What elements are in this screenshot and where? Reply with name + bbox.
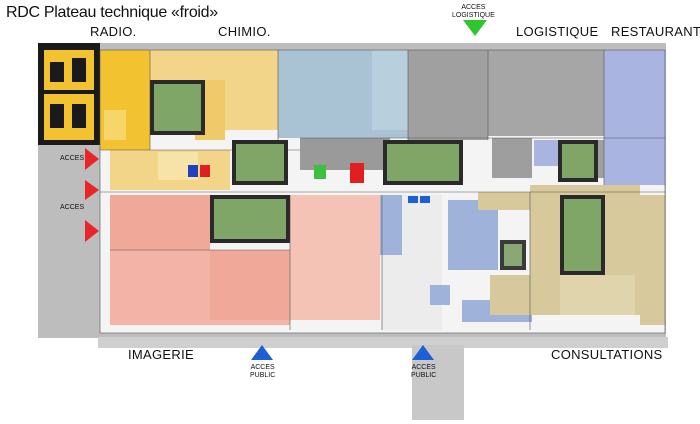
imagerie-zone (110, 195, 380, 325)
zone-label-restaurant: RESTAURANT (611, 24, 700, 39)
technical-rooms (188, 163, 364, 183)
access-public-arrow-1 (251, 345, 273, 360)
zone-label-imagerie: IMAGERIE (128, 347, 194, 362)
radio-zone (38, 43, 150, 150)
access-logistique-label: ACCES LOGISTIQUE (452, 4, 495, 19)
patios (150, 80, 605, 275)
blue-service-zone (278, 50, 412, 138)
central-hall (380, 195, 532, 330)
access-west-label-1: ACCES (60, 155, 85, 162)
access-logistique-arrow (463, 20, 487, 36)
restaurant-zone (534, 50, 666, 185)
zone-label-radio: RADIO. (90, 24, 137, 39)
access-west-arrow-3 (85, 220, 99, 242)
zone-label-consultations: CONSULTATIONS (551, 347, 663, 362)
zone-label-logistique: LOGISTIQUE (516, 24, 599, 39)
access-public-label-1: ACCES PUBLIC (250, 364, 276, 379)
access-public-label-2: ACCES PUBLIC (411, 364, 437, 379)
page-title: RDC Plateau technique «froid» (6, 4, 218, 21)
access-west-arrow-2 (85, 180, 99, 200)
access-west-label-2: ACCES (60, 204, 85, 211)
zone-label-chimio: CHIMIO. (218, 24, 271, 39)
access-west-arrow-1 (85, 148, 99, 170)
interior-walls (99, 49, 666, 334)
logistique-zone (300, 50, 638, 178)
access-public-arrow-2 (412, 345, 434, 360)
